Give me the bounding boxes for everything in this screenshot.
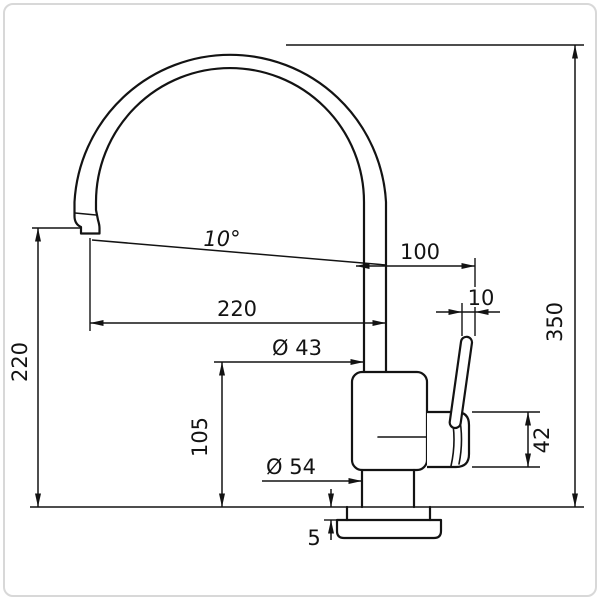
angle-reference-line — [91, 239, 387, 266]
dim-spout-to-handle: 100 — [356, 240, 475, 269]
base-flange — [335, 518, 443, 540]
dim-body-height: 105 — [188, 362, 225, 507]
dim-label-42: 42 — [530, 427, 554, 454]
faucet-outline — [73, 53, 474, 540]
spout-tip-seam — [74, 212, 97, 216]
dim-spout-reach: 220 — [89, 238, 386, 331]
dim-label-5: 5 — [307, 526, 320, 550]
dim-label-10: 10 — [468, 286, 495, 310]
dim-spout-angle: 10° — [91, 227, 387, 266]
dim-label-105: 105 — [188, 417, 212, 457]
dim-body-diameter: Ø 43 — [214, 336, 364, 365]
dim-base-diameter: Ø 54 — [262, 455, 362, 484]
faucet-body — [350, 370, 429, 472]
dim-label-100: 100 — [400, 240, 440, 264]
dim-label-d43: Ø 43 — [272, 336, 322, 360]
dimensions: 350 220 220 10° 100 — [8, 44, 584, 550]
dim-label-220-left: 220 — [8, 342, 32, 382]
dim-handle-offset: 10 — [436, 258, 500, 336]
dim-outlet-height: 220 — [8, 227, 80, 507]
dim-handle-height: 42 — [472, 411, 554, 468]
dim-label-220-reach: 220 — [217, 297, 257, 321]
dim-label-350: 350 — [543, 302, 567, 342]
dim-label-d54: Ø 54 — [266, 455, 316, 479]
dim-overall-height: 350 — [30, 44, 584, 508]
spout-gooseneck — [73, 53, 388, 372]
handle-lever — [448, 335, 474, 430]
handle-pivot — [427, 410, 471, 469]
dim-label-angle: 10° — [203, 227, 240, 251]
dim-base-plate-height: 5 — [307, 489, 339, 550]
